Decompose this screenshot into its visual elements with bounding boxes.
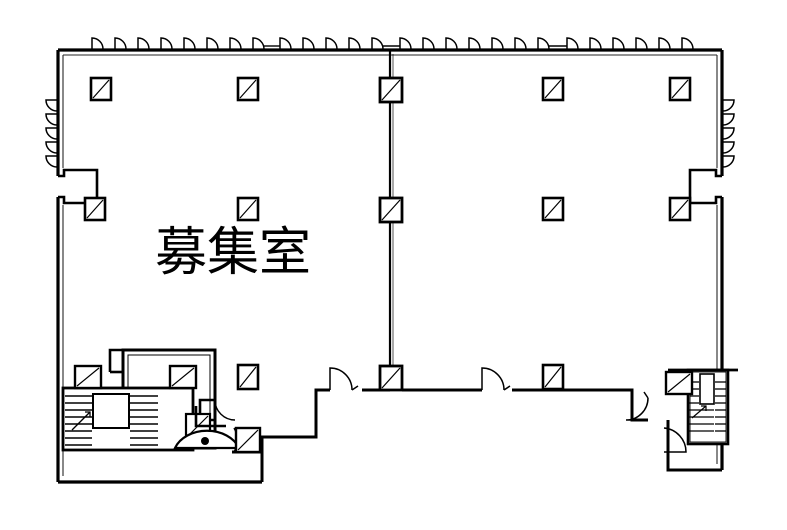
door-swings <box>329 367 687 453</box>
column-marker <box>378 196 404 224</box>
restroom-walls <box>194 406 226 428</box>
column-marker <box>236 196 260 222</box>
door-swing-icon[interactable] <box>625 391 649 421</box>
door-swing-icon[interactable] <box>481 367 511 391</box>
column-marker <box>236 363 260 391</box>
column-marker <box>89 76 113 102</box>
hatched-door-icon[interactable] <box>168 364 198 390</box>
column-marker <box>378 364 404 392</box>
column-marker <box>668 196 692 222</box>
door-swing-icon[interactable] <box>663 427 687 453</box>
stair-treads <box>715 381 726 432</box>
hatched-door-icon[interactable] <box>73 364 103 390</box>
column-marker <box>378 76 404 104</box>
building-outline <box>56 48 724 484</box>
column-grid <box>83 76 692 392</box>
stair-direction-arrow <box>71 411 91 431</box>
door-swing-icon[interactable] <box>214 399 236 421</box>
stair-treads <box>130 395 158 446</box>
hatched-door-icon[interactable] <box>234 426 262 454</box>
stair-left[interactable] <box>61 386 195 452</box>
column-marker <box>541 76 565 102</box>
hatched-door-icon[interactable] <box>664 370 694 396</box>
column-marker <box>541 196 565 222</box>
column-marker <box>236 76 260 102</box>
column-marker <box>83 196 107 222</box>
stair-direction-arrow <box>691 405 707 419</box>
column-marker <box>668 76 692 102</box>
column-marker <box>541 363 565 391</box>
room-label-vacant: 募集室 <box>155 223 311 283</box>
door-swing-icon[interactable] <box>329 367 359 391</box>
